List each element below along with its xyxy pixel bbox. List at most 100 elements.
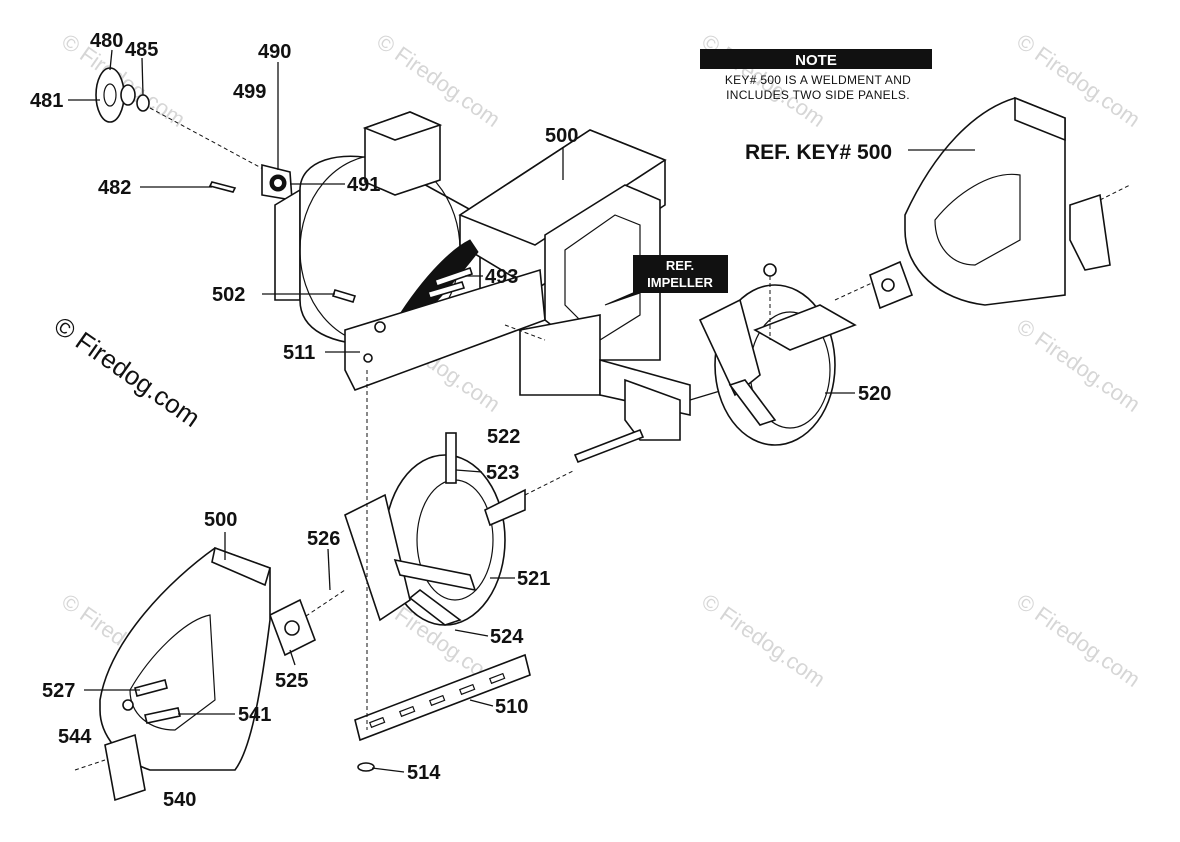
nut-514 — [357, 762, 375, 772]
label-500-left: 500 — [204, 509, 237, 531]
panel-cutout — [564, 214, 641, 341]
bolt-hole — [363, 353, 373, 363]
gearbox-lower — [624, 378, 681, 441]
label-520: 520 — [858, 383, 891, 405]
slot — [488, 672, 506, 685]
housing-lower-lip — [344, 268, 546, 391]
side-panel-outer — [99, 547, 271, 771]
right-side-panel — [869, 96, 1131, 310]
bearing-485 — [120, 84, 136, 106]
gearbox-assembly — [504, 314, 741, 464]
note-title: NOTE — [795, 52, 837, 69]
pulley-assembly — [95, 67, 266, 171]
side-panel-cutout — [934, 173, 1021, 266]
label-482: 482 — [98, 177, 131, 199]
bearing — [881, 278, 895, 292]
chute-top — [362, 111, 443, 141]
scraper-bar — [354, 370, 531, 772]
left-side-panel — [99, 546, 271, 771]
label-521: 521 — [517, 568, 550, 590]
auger-hub — [484, 488, 526, 527]
skid-shoe — [1069, 193, 1111, 271]
slot — [398, 705, 416, 718]
label-514: 514 — [407, 762, 441, 784]
slot — [368, 716, 386, 729]
watermark: © Firedog.com — [1012, 589, 1145, 692]
label-544: 544 — [58, 726, 92, 748]
side-panel-top — [211, 546, 271, 587]
label-527: 527 — [42, 680, 75, 702]
center-line — [149, 107, 266, 171]
bearing-bracket — [261, 163, 293, 201]
label-511: 511 — [283, 342, 315, 364]
flange-bearing — [284, 620, 300, 636]
slot — [458, 683, 476, 696]
part-labels: 480 485 481 490 499 482 491 500 REF. KEY… — [30, 30, 892, 811]
right-auger — [698, 263, 901, 446]
label-526: 526 — [307, 528, 340, 550]
skid-shoe — [104, 733, 146, 802]
pulley-disc — [95, 67, 125, 123]
bolt-527 — [134, 679, 168, 697]
slot — [428, 694, 446, 707]
watermark: © Firedog.com — [372, 29, 505, 132]
auger-paddle — [408, 588, 462, 626]
note-line-1: KEY# 500 IS A WELDMENT AND — [725, 73, 911, 87]
center-line — [1099, 184, 1131, 201]
washer — [136, 94, 150, 112]
label-523: 523 — [486, 462, 519, 484]
label-490: 490 — [258, 41, 291, 63]
watermark: © Firedog.com — [697, 589, 830, 692]
auger-paddle — [344, 493, 411, 622]
ref-impeller-line-2: IMPELLER — [647, 275, 713, 290]
label-524: 524 — [490, 626, 524, 648]
auger-paddle — [393, 558, 477, 592]
bolt-541 — [144, 707, 181, 724]
shear-bolt — [763, 263, 777, 277]
ref-impeller-tag: REF. IMPELLER — [604, 255, 728, 306]
housing-top-face — [458, 129, 667, 246]
gearbox-housing — [519, 314, 601, 396]
auger-paddle — [698, 298, 761, 397]
shear-bolt-522 — [445, 432, 457, 484]
note-box: NOTE KEY# 500 IS A WELDMENT AND INCLUDES… — [700, 49, 932, 102]
scraper-bar-plate — [354, 653, 531, 742]
housing-side-plate — [274, 188, 301, 301]
label-500-top: 500 — [545, 125, 578, 147]
ref-key-500: REF. KEY# 500 — [745, 141, 892, 164]
watermark-main: © Firedog.com — [49, 310, 206, 433]
bolt-493 — [426, 281, 466, 299]
label-541: 541 — [238, 704, 271, 726]
nut — [122, 699, 134, 711]
auger-shaft — [573, 428, 645, 464]
label-499: 499 — [233, 81, 266, 103]
watermark: © Firedog.com — [1012, 314, 1145, 417]
note-line-2: INCLUDES TWO SIDE PANELS. — [726, 88, 910, 102]
label-491: 491 — [347, 174, 380, 196]
left-auger — [299, 432, 576, 626]
bearing-bore — [274, 179, 282, 187]
side-panel-top — [1014, 96, 1066, 142]
pulley-hub — [103, 83, 117, 107]
label-481: 481 — [30, 90, 63, 112]
ref-impeller-box — [633, 255, 728, 293]
bolt-hole — [374, 321, 386, 333]
label-485: 485 — [125, 39, 158, 61]
auger-paddle — [753, 304, 857, 351]
side-panel-cutout — [129, 614, 216, 731]
ref-impeller-line-1: REF. — [666, 258, 694, 273]
center-line — [504, 324, 546, 341]
pin-482 — [208, 181, 237, 193]
leader-lines — [68, 49, 975, 773]
watermark: © Firedog.com — [57, 29, 190, 132]
skid-shoe-540 — [74, 733, 146, 802]
label-540: 540 — [163, 789, 196, 811]
bearing-flange-525 — [268, 598, 317, 657]
center-line — [524, 469, 576, 496]
label-525: 525 — [275, 670, 308, 692]
bolt-493 — [433, 266, 474, 288]
center-line — [74, 759, 106, 771]
label-502: 502 — [212, 284, 245, 306]
